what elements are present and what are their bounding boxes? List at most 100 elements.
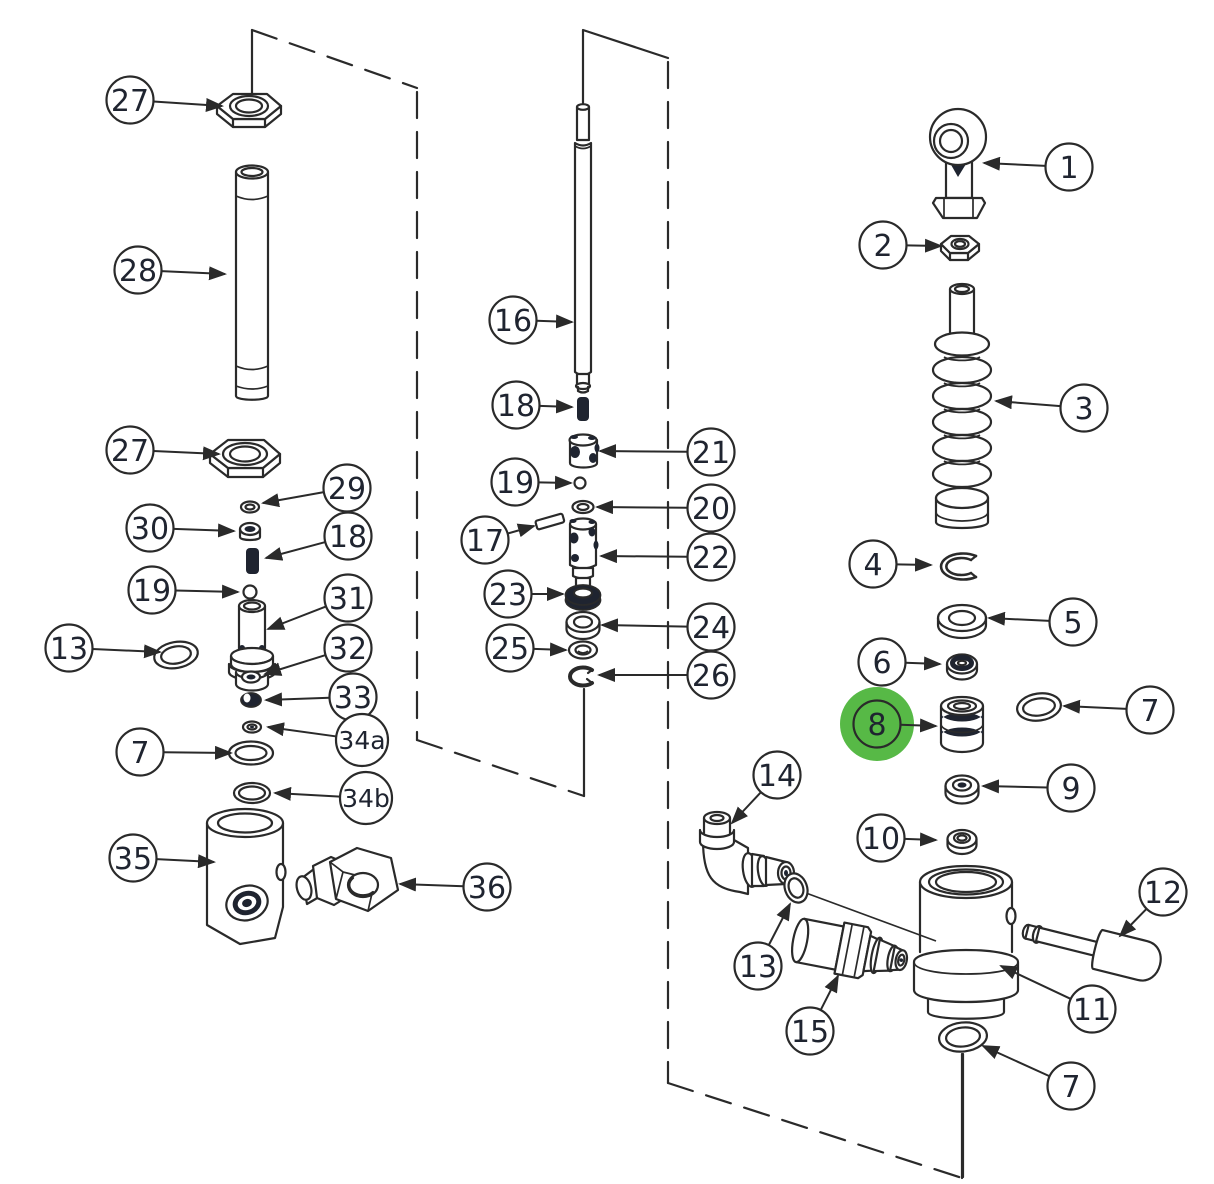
callout-28[interactable]: 28 [113, 245, 227, 295]
callout-12[interactable]: 12 [1118, 867, 1188, 938]
callout-36[interactable]: 36 [398, 862, 512, 912]
leader-arrow [161, 266, 227, 281]
part-21-valve-cage [568, 433, 600, 469]
part-2-hex-nut [939, 234, 981, 262]
callout-label: 14 [758, 759, 796, 794]
callout-34b[interactable]: 34b [273, 770, 394, 826]
callout-5[interactable]: 5 [987, 597, 1098, 647]
callout-25[interactable]: 25 [485, 623, 568, 673]
leader-arrow [536, 314, 574, 329]
callout-22[interactable]: 22 [599, 532, 736, 582]
part-14-elbow-fitting [698, 810, 796, 896]
callout-20[interactable]: 20 [595, 483, 736, 533]
callout-label: 3 [1074, 392, 1093, 427]
callout-30[interactable]: 30 [125, 503, 236, 553]
callout-circle [1059, 383, 1109, 433]
part-18-pin-left [246, 548, 259, 574]
leader-arrow [266, 605, 327, 630]
part-12-handle-tool [1021, 923, 1162, 982]
callout-label: 31 [329, 582, 367, 617]
callout-21[interactable]: 21 [598, 427, 736, 477]
leader-arrow [906, 238, 943, 253]
callout-circle [323, 511, 373, 561]
callout-7[interactable]: 7 [115, 727, 233, 777]
callout-circle [462, 862, 512, 912]
callout-circle [852, 699, 902, 749]
leader-arrow [266, 722, 337, 738]
callout-33[interactable]: 33 [264, 672, 378, 722]
callout-4[interactable]: 4 [848, 539, 933, 589]
callout-7[interactable]: 7 [981, 1045, 1096, 1111]
leader-arrow [507, 523, 536, 538]
callout-3[interactable]: 3 [994, 383, 1109, 433]
part-19-ball-middle [573, 476, 587, 490]
leader-arrow [538, 475, 573, 490]
callout-19[interactable]: 19 [490, 457, 573, 507]
callout-26[interactable]: 26 [597, 650, 736, 700]
callout-circle [857, 637, 907, 687]
leader-arrow [153, 446, 221, 461]
callout-27[interactable]: 27 [105, 425, 221, 475]
callout-circle [1138, 867, 1188, 917]
callout-label: 15 [791, 1015, 829, 1050]
part-32-washer [240, 670, 262, 684]
callout-circle [1044, 142, 1094, 192]
callout-18[interactable]: 18 [491, 380, 574, 430]
callout-11[interactable]: 11 [999, 965, 1117, 1034]
callout-32[interactable]: 32 [263, 623, 373, 676]
callout-27[interactable]: 27 [105, 75, 224, 125]
callout-34a[interactable]: 34a [266, 712, 390, 768]
callout-label: 17 [466, 524, 504, 559]
part-30-packing-nut [238, 521, 262, 542]
callout-14[interactable]: 14 [730, 750, 802, 825]
leader-arrow [398, 877, 464, 892]
callout-9[interactable]: 9 [981, 763, 1096, 813]
part-33-ball-seal [240, 692, 262, 708]
leader-arrow [263, 654, 326, 676]
callout-label: 27 [111, 84, 149, 119]
callout-2[interactable]: 2 [858, 220, 943, 270]
part-26-retaining-ring-middle [568, 665, 594, 688]
callout-13[interactable]: 13 [733, 902, 791, 991]
callout-23[interactable]: 23 [483, 569, 565, 619]
callout-35[interactable]: 35 [108, 833, 216, 883]
leader-arrow [533, 642, 568, 657]
part-11-cylinder-body [912, 864, 1020, 1020]
callout-10[interactable]: 10 [856, 813, 938, 863]
callout-circle [105, 75, 155, 125]
callout-13[interactable]: 13 [44, 623, 162, 673]
leader-arrow [767, 902, 791, 946]
callout-label: 7 [1061, 1070, 1080, 1105]
callout-label: 28 [119, 254, 157, 289]
callout-8[interactable]: 8 [840, 687, 938, 761]
part-23-packing-dark [564, 584, 602, 611]
leader-arrow [730, 791, 762, 825]
leader-arrow [904, 832, 938, 847]
callout-31[interactable]: 31 [266, 573, 373, 630]
callout-17[interactable]: 17 [460, 515, 536, 565]
callout-label: 21 [692, 436, 730, 471]
callout-6[interactable]: 6 [857, 637, 942, 687]
callout-1[interactable]: 1 [982, 142, 1094, 192]
callout-label: 13 [739, 950, 777, 985]
callout-label: 26 [692, 659, 730, 694]
callout-29[interactable]: 29 [261, 463, 372, 513]
callout-circle [491, 380, 541, 430]
callout-circle [856, 813, 906, 863]
leader-arrow [987, 611, 1050, 626]
callout-label: 35 [114, 842, 152, 877]
part-1-rod-end [928, 107, 988, 220]
callout-7[interactable]: 7 [1062, 685, 1175, 735]
callout-19[interactable]: 19 [127, 565, 240, 615]
callout-15[interactable]: 15 [785, 974, 839, 1056]
leader-arrow [264, 541, 326, 561]
part-17-pin [534, 512, 566, 531]
callout-circle [686, 483, 736, 533]
part-27-hex-jam-nut-top [215, 92, 283, 129]
part-25-seal-middle [567, 640, 599, 660]
callout-18[interactable]: 18 [264, 511, 373, 561]
part-6-u-cup-seal [945, 653, 979, 681]
callout-24[interactable]: 24 [600, 602, 736, 652]
leader-arrow [896, 557, 933, 572]
callout-16[interactable]: 16 [488, 295, 574, 345]
